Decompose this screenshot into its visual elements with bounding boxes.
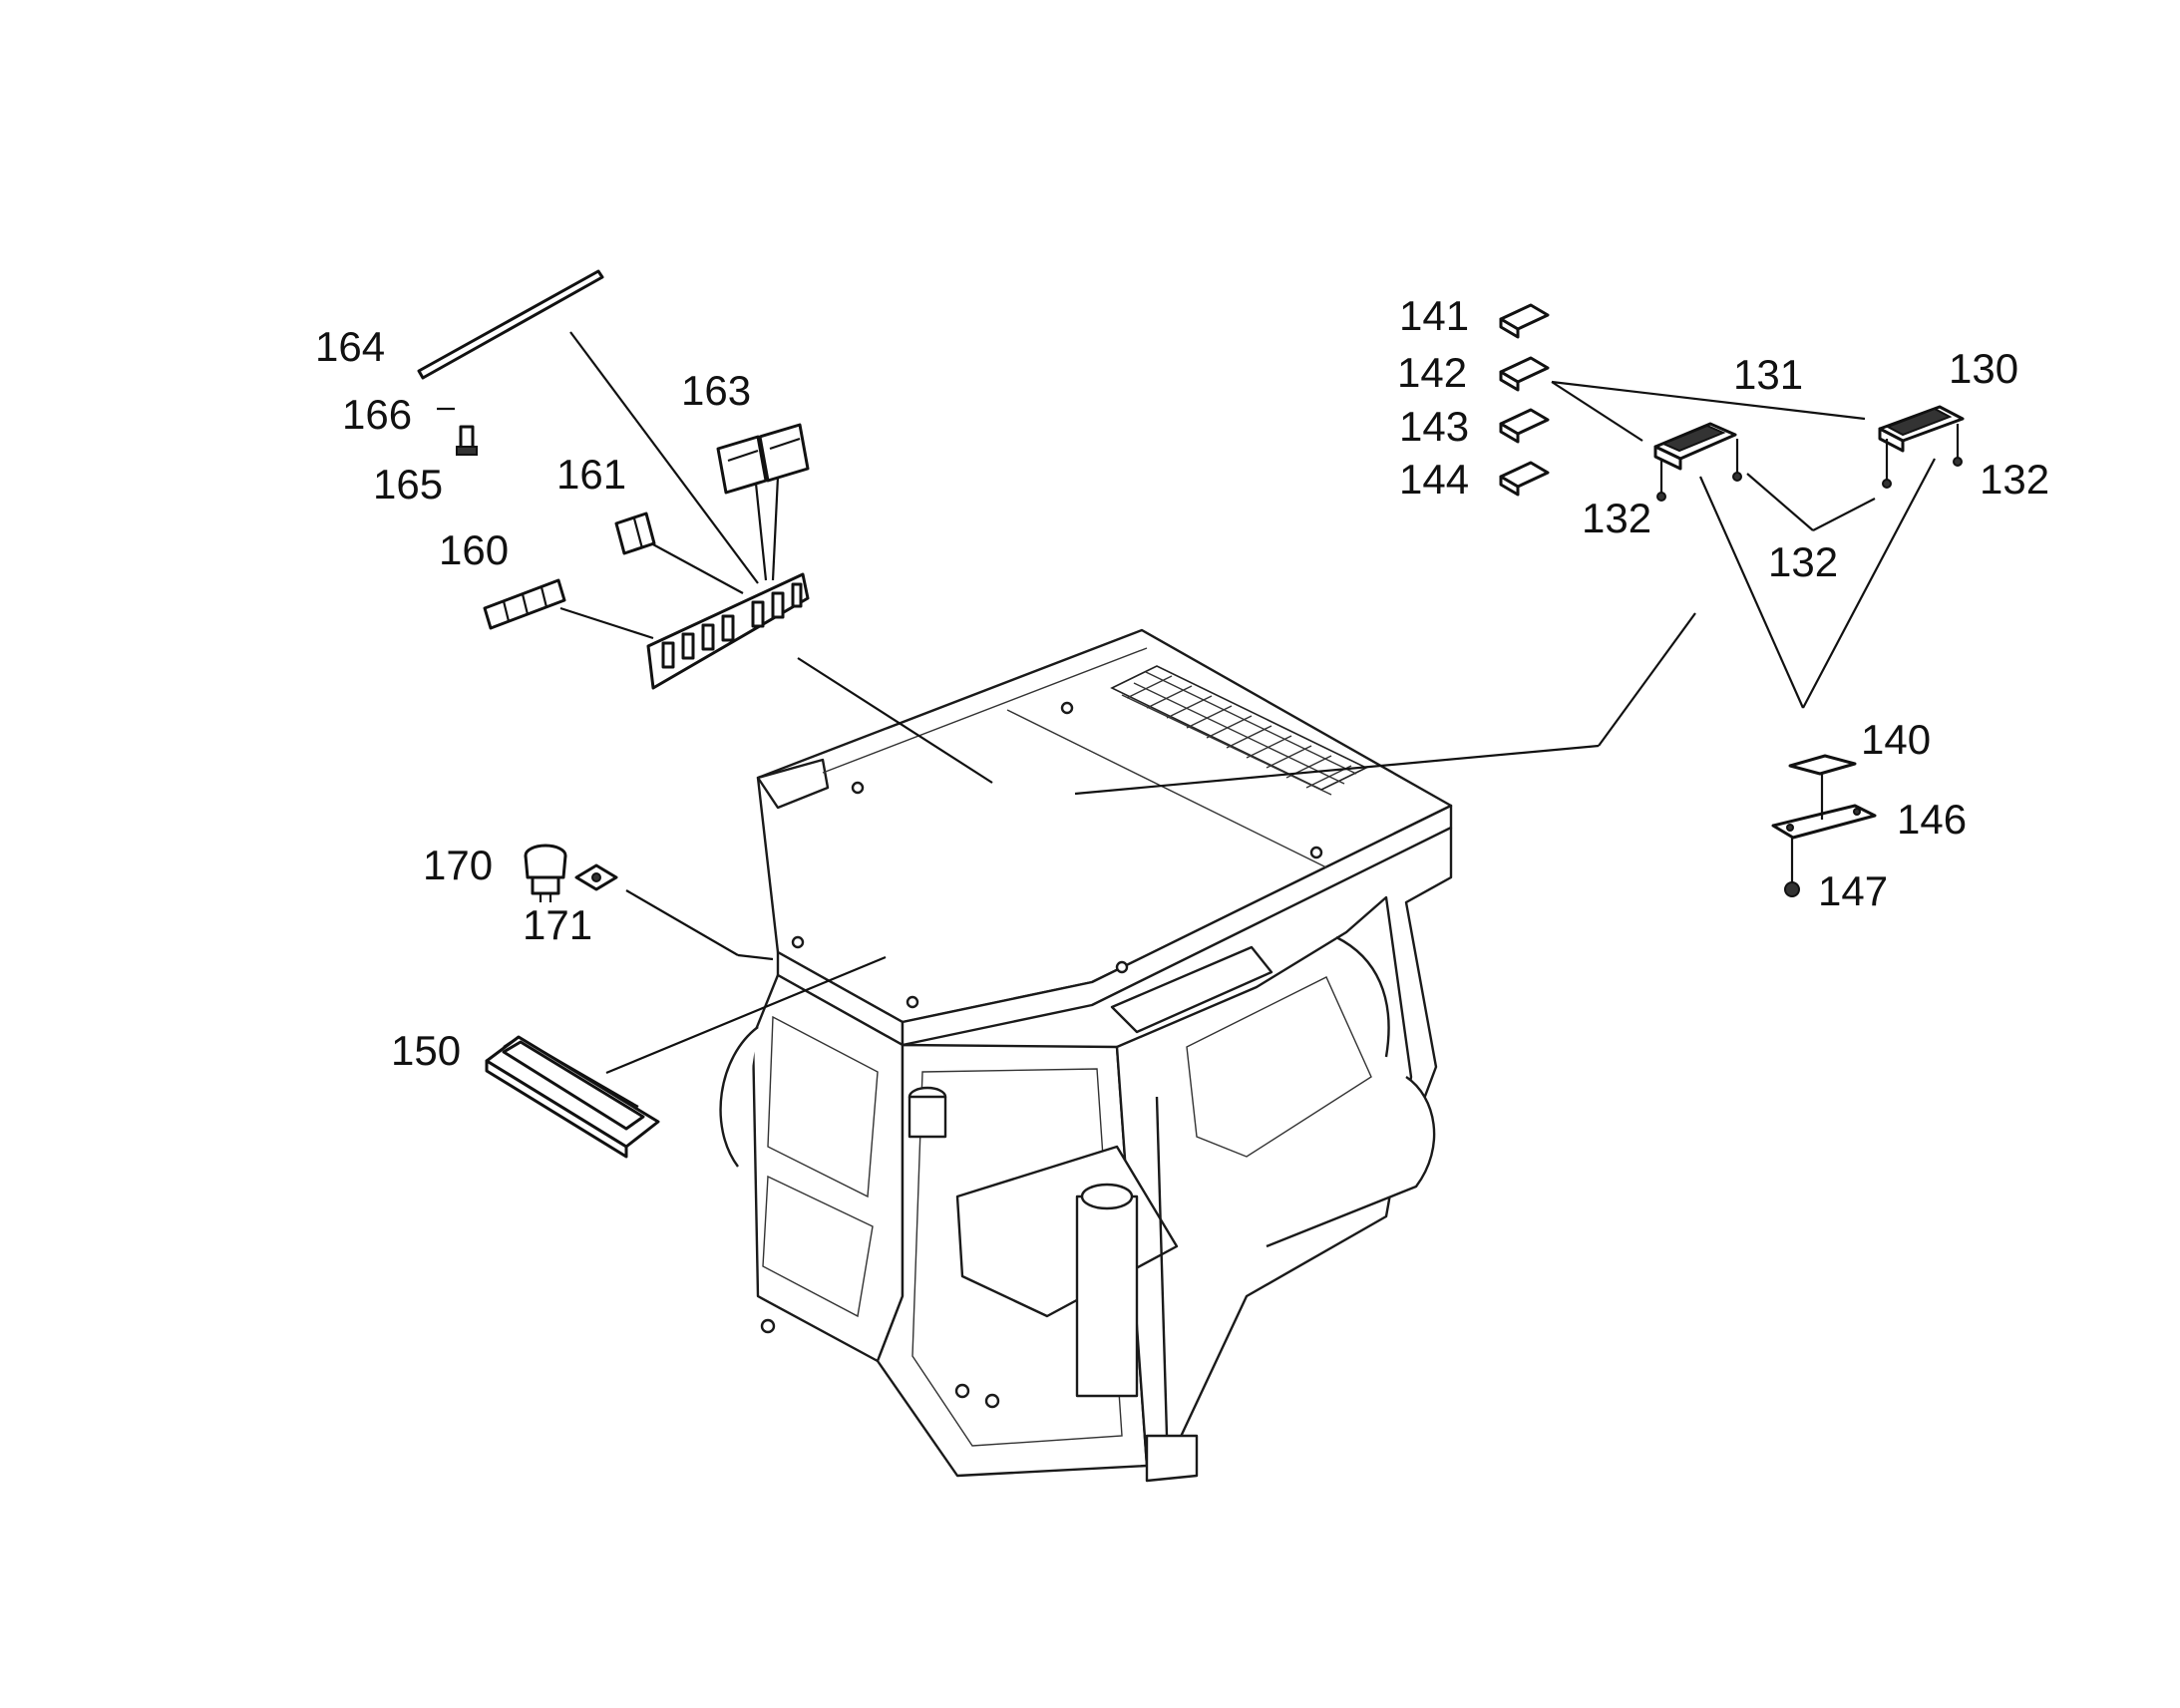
callout-164: 164: [315, 323, 385, 370]
part-132-screw-d: [1953, 424, 1963, 467]
callout-163: 163: [681, 367, 751, 414]
connector-group: [1074, 303, 1965, 897]
callout-144: 144: [1399, 456, 1469, 503]
part-164-rod: [417, 269, 604, 380]
callout-140: 140: [1861, 716, 1931, 763]
callout-170: 170: [423, 842, 493, 888]
callout-166: 166: [342, 391, 412, 438]
callout-143: 143: [1399, 403, 1469, 450]
part-165-bolt: [456, 425, 478, 456]
callout-labels: 164 166 165 163 161 160 141 142 143 144 …: [315, 292, 2049, 1074]
callout-160: 160: [439, 526, 509, 573]
part-171-bracket: [574, 863, 618, 891]
callout-131: 131: [1733, 351, 1803, 398]
callout-171: 171: [523, 901, 592, 948]
part-141-cap: [1499, 303, 1550, 339]
part-143-cap: [1499, 408, 1550, 444]
part-170-lamp-socket: [524, 844, 567, 902]
part-150-lamp-housing: [485, 1035, 660, 1159]
part-142-cap: [1499, 356, 1550, 392]
operator-cab: [719, 628, 1453, 1483]
part-140-label: [1788, 754, 1857, 776]
callout-141: 141: [1399, 292, 1469, 339]
callout-130: 130: [1949, 345, 2018, 392]
part-146-plate: [1771, 804, 1877, 840]
callout-147: 147: [1818, 867, 1888, 914]
part-163-switch-covers: [716, 423, 810, 495]
part-161-switch: [614, 512, 656, 555]
lamp-group: [485, 844, 887, 1159]
callout-132-right: 132: [1980, 456, 2049, 503]
part-131-connector: [1653, 422, 1737, 471]
part-132-screw-b: [1732, 439, 1742, 482]
callout-132-middle: 132: [1768, 538, 1838, 585]
switch-panel-group: [417, 269, 993, 784]
part-147-screw: [1784, 838, 1800, 897]
part-144-cap: [1499, 461, 1550, 497]
callout-132-left: 132: [1582, 495, 1651, 541]
part-160-switch-strip: [483, 578, 566, 630]
callout-150: 150: [391, 1027, 461, 1074]
part-132-screw-a: [1656, 459, 1666, 502]
switch-panel: [646, 572, 810, 690]
callout-142: 142: [1397, 349, 1467, 396]
callout-146: 146: [1897, 796, 1967, 843]
callout-161: 161: [556, 451, 626, 498]
callout-165: 165: [373, 461, 443, 508]
part-130-connector: [1878, 405, 1965, 453]
part-132-screw-c: [1882, 439, 1892, 489]
